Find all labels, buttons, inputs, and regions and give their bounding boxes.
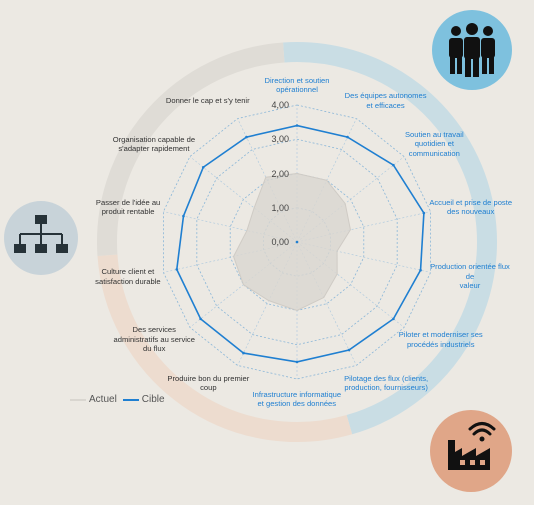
legend-item-actuel: Actuel: [70, 394, 117, 405]
ring-segment-production: [97, 254, 353, 442]
axis-label-3: Accueil et prise de poste des nouveaux: [429, 197, 513, 217]
legend-swatch-cible: [122, 398, 139, 401]
axis-label-6: Pilotage des flux (clients, production, …: [344, 373, 429, 393]
axis-label-13: Donner le cap et s'y tenir: [165, 95, 250, 105]
legend: Actuel Cible: [70, 394, 171, 405]
ring-segment-organisation: [97, 42, 285, 256]
axis-label-1: Des équipes autonomes et efficaces: [344, 91, 427, 110]
tick-label-0: 0,00: [271, 237, 289, 247]
series-cible-point-7: [295, 360, 299, 364]
spoke-12: [189, 156, 298, 243]
series-cible-point-0: [295, 124, 299, 127]
series-cible-point-8: [242, 351, 245, 355]
series-cible-point-9: [199, 317, 202, 321]
tick-label-1: 1,00: [271, 202, 289, 213]
tick-label-4: 4,00: [271, 100, 289, 110]
axis-label-2: Soutien au travail quotidien et communic…: [404, 129, 464, 158]
tick-label-2: 2,00: [271, 168, 289, 179]
org-chart-icon: [4, 201, 78, 275]
series-cible-point-6: [347, 348, 351, 352]
axis-label-8: Produire bon du premier coup: [167, 373, 250, 393]
spoke-10: [163, 241, 298, 273]
legend-label-cible: Cible: [141, 394, 165, 405]
series-actuel-area: [233, 172, 351, 312]
axis-label-9: Des services administratifs au service d…: [113, 325, 195, 354]
series-cible-point-5: [392, 317, 395, 321]
spoke-6: [296, 241, 357, 366]
grid-ring-3: [196, 138, 398, 346]
axis-label-10: Culture client et satisfaction durable: [95, 267, 161, 286]
tick-label-3: 3,00: [271, 134, 289, 145]
axis-label-4: Production orientée flux de valeur: [430, 262, 510, 291]
chart-center-point: [295, 240, 299, 244]
legend-label-actuel: Actuel: [89, 394, 117, 405]
spoke-2: [296, 156, 405, 243]
series-cible-point-1: [346, 135, 349, 139]
spoke-3: [296, 211, 431, 243]
spoke-8: [237, 241, 298, 366]
axis-label-0: Direction et soutien opérationnel: [264, 75, 330, 95]
spoke-11: [163, 211, 298, 243]
spoke-5: [296, 241, 405, 328]
axis-label-12: Organisation capable de s'adapter rapide…: [112, 134, 196, 154]
spoke-4: [296, 241, 431, 273]
axis-label-11: Passer de l'idée au produit rentable: [95, 197, 161, 217]
series-cible-point-12: [201, 165, 205, 169]
legend-item-cible: Cible: [122, 394, 165, 405]
series-cible-point-2: [392, 163, 395, 167]
series-cible-point-11: [182, 214, 185, 218]
legend-swatch-actuel: [70, 398, 86, 401]
series-cible-point-13: [245, 135, 248, 139]
series-cible-point-4: [419, 268, 422, 272]
factory-wifi-icon: [430, 410, 512, 492]
axis-label-5: Piloter et moderniser ses procédés indus…: [398, 330, 483, 349]
ring-segment-team: [283, 42, 497, 435]
people-group-icon: [432, 10, 512, 90]
series-cible-point-10: [175, 268, 179, 271]
series-cible-point-3: [422, 211, 426, 215]
axis-label-7: Infrastructure informatique et gestion d…: [252, 389, 342, 409]
